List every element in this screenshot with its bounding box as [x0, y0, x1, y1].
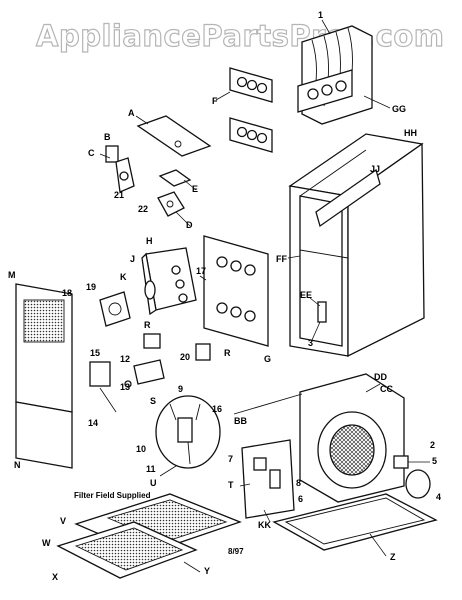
label-x: X: [52, 572, 58, 582]
label-17: 17: [196, 266, 206, 276]
blower-assembly: [233, 373, 405, 503]
label-21: 21: [114, 190, 124, 200]
watermark-text: AppliancePartsPros.com: [36, 19, 444, 53]
label-gg: GG: [392, 104, 406, 114]
label-cc: CC: [380, 384, 393, 394]
label-10: 10: [136, 444, 146, 454]
label-14: 14: [88, 418, 98, 428]
front-door-panels: [15, 283, 73, 469]
pressure-switch-assembly: [99, 291, 131, 327]
label-ff: FF: [276, 254, 287, 264]
label-c: C: [88, 148, 95, 158]
label-s: S: [150, 396, 156, 406]
label-j: J: [130, 254, 135, 264]
label-3: 3: [308, 338, 313, 348]
label-n: N: [14, 460, 21, 470]
control-board: [241, 439, 295, 519]
label-u: U: [150, 478, 157, 488]
heat-exchanger-gasket-panels: [229, 67, 273, 153]
label-18: 18: [62, 288, 72, 298]
furnace-cabinet: [288, 133, 425, 358]
label-8: 8: [296, 478, 301, 488]
label-22: 22: [138, 204, 148, 214]
label-y: Y: [204, 566, 210, 576]
label-7: 7: [228, 454, 233, 464]
label-13: 13: [120, 382, 130, 392]
label-g: G: [264, 354, 271, 364]
burner-access-panel: [203, 235, 269, 347]
label-z: Z: [390, 552, 396, 562]
label-2: 2: [430, 440, 435, 450]
label-12: 12: [120, 354, 130, 364]
filter-field-supplied-note: Filter Field Supplied: [74, 491, 151, 500]
label-dd: DD: [374, 372, 387, 382]
label-19: 19: [86, 282, 96, 292]
bottom-pan: [272, 493, 438, 551]
label-15: 15: [90, 348, 100, 358]
label-m: M: [8, 270, 16, 280]
date-code: 8/97: [228, 547, 244, 556]
label-w: W: [42, 538, 51, 548]
label-a: A: [128, 108, 135, 118]
orifice-and-manifold-parts: [157, 169, 192, 217]
label-h: H: [146, 236, 153, 246]
heat-exchanger: [297, 25, 373, 125]
label-11: 11: [146, 464, 156, 474]
label-ee: EE: [300, 290, 312, 300]
blower-motor-parts: [393, 455, 431, 499]
label-20: 20: [180, 352, 190, 362]
label-bb: BB: [234, 416, 247, 426]
label-b: B: [104, 132, 111, 142]
label-9: 9: [178, 384, 183, 394]
label-1: 1: [318, 10, 323, 20]
burner-box: [141, 247, 197, 316]
label-r-lower: R: [224, 348, 231, 358]
label-k: K: [120, 272, 127, 282]
label-kk: KK: [258, 520, 271, 530]
label-5: 5: [432, 456, 437, 466]
label-6: 6: [298, 494, 303, 504]
label-16: 16: [212, 404, 222, 414]
label-v: V: [60, 516, 66, 526]
leader-lines: [135, 19, 391, 573]
label-r-upper: R: [144, 320, 151, 330]
burner-bracket: [136, 115, 212, 157]
label-hh: HH: [404, 128, 417, 138]
label-f: F: [212, 96, 218, 106]
label-4: 4: [436, 492, 441, 502]
filter-rack: [56, 493, 242, 579]
control-components: [89, 333, 211, 413]
label-jj: JJ: [370, 164, 380, 174]
igniter-detail-circle: [155, 395, 221, 469]
label-t: T: [228, 480, 234, 490]
gas-valve-assembly: [99, 145, 135, 193]
